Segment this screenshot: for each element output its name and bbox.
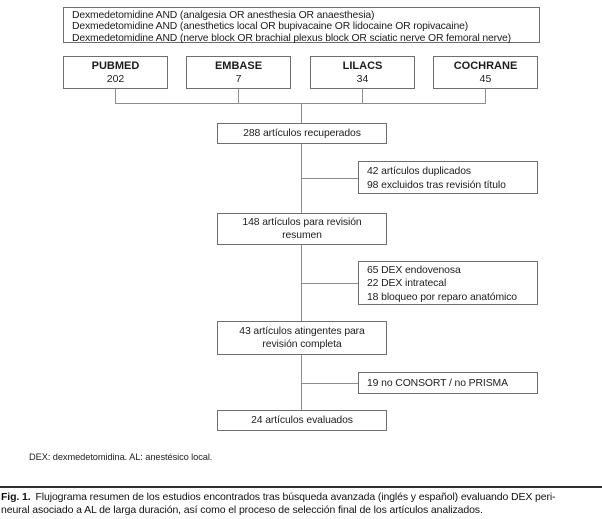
flow-box-text: resumen [282,230,322,241]
connector-stub-exclusion-2 [301,283,358,284]
caption-line-2: neural asociado a AL de larga duración, … [1,503,483,516]
database-count: 7 [235,72,242,85]
database-name: EMBASE [214,59,263,72]
exclusion-box-dex-routes: 65 DEX endovenosa 22 DEX intratecal 18 b… [358,261,538,305]
exclusion-text: 22 DEX intratecal [367,278,447,290]
figure-caption: Fig. 1. Flujograma resumen de los estudio… [1,491,601,516]
exclusion-box-duplicates-title: 42 artículos duplicados 98 excluidos tra… [358,161,538,194]
connector-stub-cochrane [485,89,486,104]
connector-stub-exclusion-3 [301,383,358,384]
search-query-line-3: Dexmedetomidine AND (nerve block OR brac… [72,32,511,44]
database-box-cochrane: COCHRANE 45 [433,56,538,89]
flow-box-evaluated: 24 artículos evaluados [217,410,387,431]
exclusion-box-no-consort-prisma: 19 no CONSORT / no PRISMA [358,372,538,394]
database-count: 45 [479,72,492,85]
flow-box-text: 288 artículos recuperados [243,128,361,139]
database-name: PUBMED [91,59,140,72]
connector-main-vertical [301,103,302,411]
caption-divider [0,486,602,488]
figure-label: Fig. 1. [1,491,31,503]
abbreviations-footnote: DEX: dexmedetomidina. AL: anestésico loc… [29,452,213,462]
exclusion-text: 42 artículos duplicados [367,166,471,177]
database-box-pubmed: PUBMED 202 [63,56,168,89]
search-query-line-1: Dexmedetomidine AND (analgesia OR anesth… [72,10,375,21]
database-name: LILACS [342,59,383,72]
caption-text-1: Flujograma resumen de los estudios encon… [35,491,556,503]
database-box-embase: EMBASE 7 [186,56,291,89]
caption-line-1: Fig. 1. Flujograma resumen de los estudio… [1,491,601,504]
flow-box-text: 43 artículos atingentes para [239,326,365,337]
connector-stub-pubmed [115,89,116,104]
exclusion-text: 19 no CONSORT / no PRISMA [367,377,508,389]
connector-horizontal-merge [115,103,486,104]
flow-box-text: 24 artículos evaluados [251,415,353,426]
database-count: 34 [356,72,369,85]
connector-stub-exclusion-1 [301,178,358,179]
exclusion-text: 65 DEX endovenosa [367,265,461,276]
database-box-lilacs: LILACS 34 [310,56,415,89]
search-query-box: Dexmedetomidine AND (analgesia OR anesth… [63,7,540,44]
search-query-line-2: Dexmedetomidine AND (anesthetics local O… [72,21,469,33]
exclusion-text: 18 bloqueo por reparo anatómico [367,291,517,303]
flow-box-text: 148 artículos para revisión [242,217,362,228]
connector-stub-embase [238,89,239,104]
exclusion-text: 98 excluidos tras revisión título [367,179,506,191]
flow-box-abstract-review: 148 artículos para revisión resumen [217,213,387,245]
database-name: COCHRANE [453,59,518,72]
flow-box-text: revisión completa [262,339,342,350]
connector-stub-lilacs [362,89,363,104]
database-count: 202 [106,72,125,85]
flow-box-retrieved: 288 artículos recuperados [217,123,387,144]
flow-box-full-review: 43 artículos atingentes para revisión co… [217,321,387,355]
